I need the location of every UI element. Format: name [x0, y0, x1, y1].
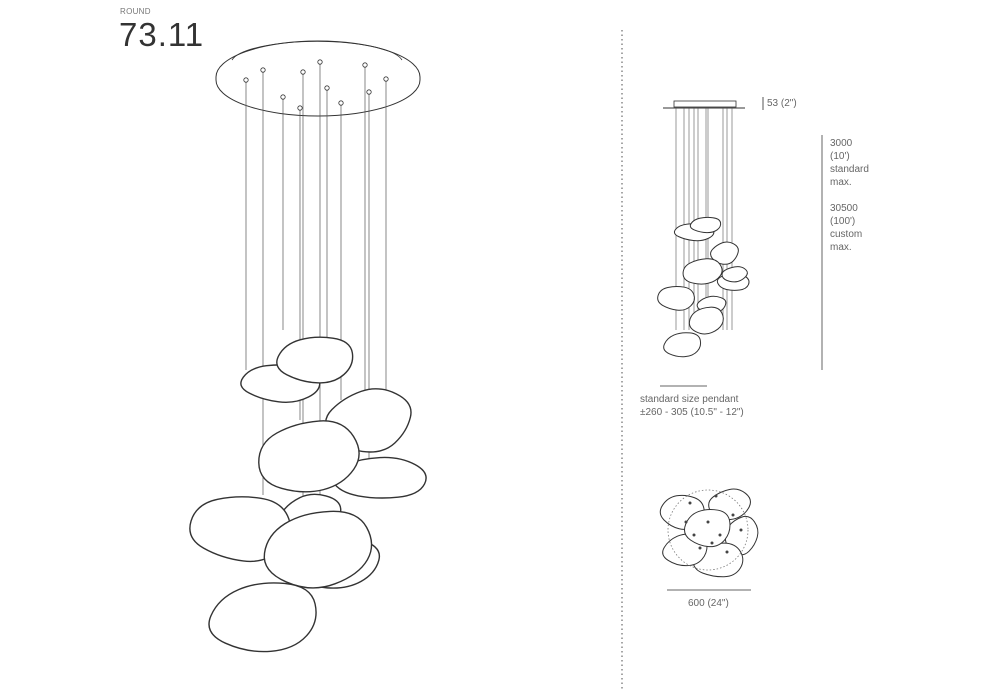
- wire-point: [710, 541, 714, 545]
- wire-anchor: [324, 85, 330, 91]
- glass-pendant: [663, 332, 702, 358]
- wire-anchor: [317, 59, 323, 65]
- standard-length-ft: (10'): [830, 151, 850, 162]
- custom-length-mm: 30500: [830, 203, 858, 214]
- wire-anchor: [338, 100, 344, 106]
- pendant-size-caption: standard size pendant ±260 - 305 (10.5" …: [640, 393, 744, 419]
- glass-pendant: [208, 582, 317, 653]
- wire-point: [706, 520, 710, 524]
- wire-anchor: [243, 77, 249, 83]
- standard-length-word: standard: [830, 164, 869, 175]
- canopy-top: [231, 40, 403, 61]
- canopy-outline-dotted: [667, 489, 749, 571]
- side-elevation-view: [657, 100, 750, 358]
- pendant-size: ±260 - 305 (10.5" - 12"): [640, 407, 744, 418]
- wire-anchor: [280, 94, 286, 100]
- pendant-label: standard size pendant: [640, 394, 739, 405]
- glass-pendant: [688, 306, 724, 335]
- wire-anchor: [297, 105, 303, 111]
- wire-anchor: [362, 62, 368, 68]
- glass-pendant: [189, 496, 292, 563]
- glass-pendant: [276, 336, 354, 384]
- wire-anchor: [366, 89, 372, 95]
- model-number: 73.11: [119, 16, 205, 53]
- glass-pendant-plan: [684, 508, 731, 548]
- perspective-view: [189, 40, 427, 653]
- standard-length-mm: 3000: [830, 138, 853, 149]
- wire-point: [692, 533, 696, 537]
- wire-point: [698, 546, 702, 550]
- wire-point: [739, 528, 743, 532]
- canopy-height-label: 53 (2"): [767, 98, 797, 109]
- glass-pendant: [689, 216, 722, 234]
- wire-point: [731, 513, 735, 517]
- wire-anchor: [383, 76, 389, 82]
- wire-point: [725, 550, 729, 554]
- wire-anchor: [300, 69, 306, 75]
- glass-pendant: [721, 266, 748, 283]
- custom-length-ft: (100'): [830, 216, 856, 227]
- model-subtitle: ROUND: [120, 7, 151, 16]
- glass-pendant: [657, 286, 695, 311]
- wire-point: [688, 501, 692, 505]
- standard-length-label: 3000 (10') standard max.: [830, 137, 869, 189]
- wire-point: [714, 494, 718, 498]
- diameter-label: 600 (24"): [688, 598, 729, 609]
- canopy-side: [673, 100, 737, 108]
- glass-pendant: [710, 241, 739, 265]
- glass-pendant: [258, 420, 360, 493]
- bottom-plan-view: [659, 488, 759, 578]
- custom-length-max: max.: [830, 242, 852, 253]
- custom-length-label: 30500 (100') custom max.: [830, 202, 862, 254]
- standard-length-max: max.: [830, 177, 852, 188]
- glass-pendant: [682, 258, 723, 285]
- custom-length-word: custom: [830, 229, 863, 240]
- wire-anchor: [260, 67, 266, 73]
- wire-point: [684, 520, 688, 524]
- wire-point: [718, 533, 722, 537]
